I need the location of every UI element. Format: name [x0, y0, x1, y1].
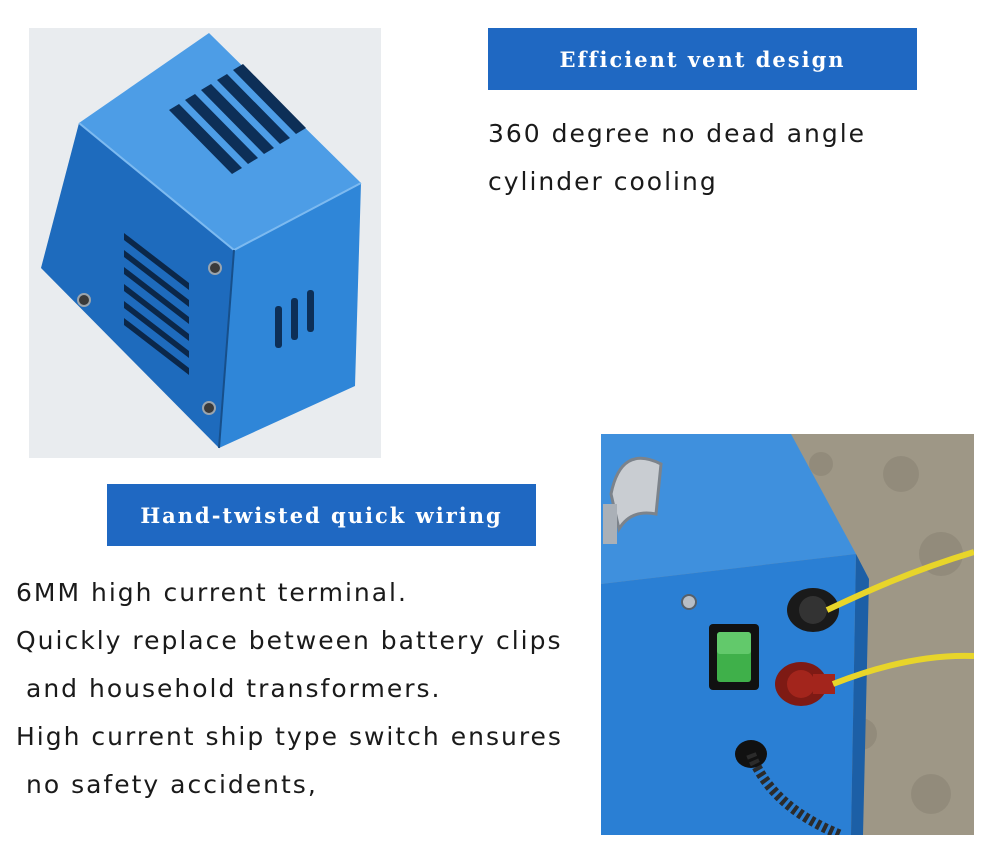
terminal-switch-photo: [601, 434, 974, 835]
vented-housing-illustration: [41, 33, 362, 449]
wiring-description-line: Quickly replace between battery clips: [16, 626, 563, 655]
vented-housing-photo: [29, 28, 381, 458]
terminal-switch-illustration: [601, 434, 974, 835]
wiring-description-line: no safety accidents,: [26, 770, 318, 799]
quick-wiring-banner: Hand-twisted quick wiring: [107, 484, 536, 546]
vent-description-line: cylinder cooling: [488, 167, 718, 196]
wiring-description-line: 6MM high current terminal.: [16, 578, 408, 607]
quick-wiring-title: Hand-twisted quick wiring: [140, 502, 503, 528]
wiring-description-line: and household transformers.: [26, 674, 442, 703]
vent-design-banner: Efficient vent design: [488, 28, 917, 90]
wiring-description: 6MM high current terminal. Quickly repla…: [16, 569, 563, 809]
vent-description: 360 degree no dead angle cylinder coolin…: [488, 110, 866, 206]
wiring-description-line: High current ship type switch ensures: [16, 722, 563, 751]
vent-design-title: Efficient vent design: [559, 46, 846, 72]
vent-description-line: 360 degree no dead angle: [488, 119, 867, 148]
